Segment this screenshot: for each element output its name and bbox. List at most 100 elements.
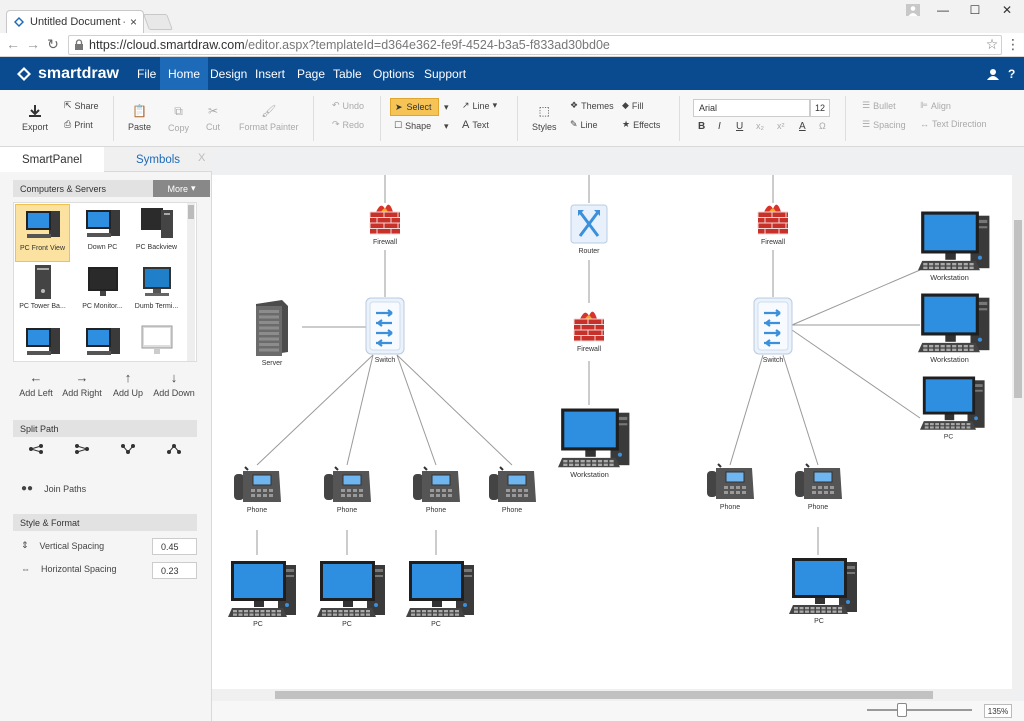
panel-close-icon[interactable]: X bbox=[198, 152, 206, 164]
account-icon[interactable] bbox=[978, 57, 1008, 90]
workstation-node-2[interactable]: Workstation bbox=[918, 293, 990, 364]
phone-node-5[interactable] bbox=[707, 463, 754, 499]
font-family-select[interactable]: Arial bbox=[693, 99, 810, 117]
join-paths-button[interactable]: ●●Join Paths bbox=[21, 483, 86, 494]
router-node[interactable] bbox=[570, 204, 608, 244]
text-direction-button[interactable]: ↔Text Direction bbox=[920, 119, 987, 129]
select-dropdown-icon[interactable]: ▾ bbox=[444, 102, 449, 112]
symbol-pc-3[interactable] bbox=[15, 322, 70, 361]
back-icon[interactable]: ← bbox=[6, 36, 20, 52]
tab-close-icon[interactable]: × bbox=[129, 15, 137, 29]
connector-line[interactable] bbox=[782, 354, 819, 466]
url-input[interactable]: https://cloud.smartdraw.com/editor.aspx?… bbox=[68, 35, 1002, 55]
phone-node-4[interactable] bbox=[489, 466, 536, 502]
italic-button[interactable]: I bbox=[718, 121, 721, 132]
underline-button[interactable]: U bbox=[736, 121, 744, 132]
format-painter-button[interactable]: 🖌Format Painter bbox=[239, 104, 299, 132]
align-button[interactable]: ⊫Align bbox=[920, 100, 951, 111]
phone-node-2[interactable] bbox=[324, 466, 371, 502]
split-path-option-4-icon[interactable] bbox=[167, 444, 181, 457]
subscript-button[interactable]: x₂ bbox=[756, 121, 764, 131]
symbol-pc-front-view[interactable]: PC Front View bbox=[15, 204, 70, 262]
phone-node-1[interactable] bbox=[234, 466, 281, 502]
symbol-down-pc[interactable]: Down PC bbox=[75, 204, 130, 262]
undo-button[interactable]: ↶Undo bbox=[332, 100, 364, 111]
line-dropdown-icon[interactable]: ▾ bbox=[492, 100, 498, 110]
connector-line[interactable] bbox=[396, 354, 437, 466]
firewall-node-3[interactable] bbox=[573, 311, 604, 342]
share-button[interactable]: ⇱Share bbox=[64, 100, 99, 111]
zoom-level[interactable]: 135% bbox=[984, 704, 1012, 718]
vertical-scroll-thumb[interactable] bbox=[1014, 220, 1022, 398]
menu-table[interactable]: Table bbox=[333, 66, 362, 81]
bookmark-star-icon[interactable]: ☆ bbox=[985, 35, 999, 52]
menu-options[interactable]: Options bbox=[373, 66, 415, 81]
firewall-node-2[interactable] bbox=[757, 204, 788, 235]
symbol-pc-4[interactable] bbox=[75, 322, 130, 361]
vertical-spacing-input[interactable]: 0.45 bbox=[152, 538, 197, 555]
phone-node-6[interactable] bbox=[795, 463, 842, 499]
connector-line[interactable] bbox=[791, 329, 921, 419]
special-character-button[interactable]: Ω bbox=[819, 121, 826, 131]
connector-line[interactable] bbox=[791, 269, 921, 326]
pc-node-right[interactable]: PC bbox=[920, 376, 985, 441]
pc-node-3[interactable]: PC bbox=[406, 561, 474, 628]
split-path-option-3-icon[interactable] bbox=[121, 444, 135, 457]
superscript-button[interactable]: x² bbox=[777, 121, 785, 131]
menu-design[interactable]: Design bbox=[210, 66, 248, 81]
pc-node-4[interactable]: PC bbox=[789, 558, 857, 625]
menu-page[interactable]: Page bbox=[297, 66, 326, 81]
symbol-pc-backview[interactable]: PC Backview bbox=[129, 204, 184, 262]
styles-button[interactable]: ⬚Styles bbox=[532, 104, 557, 132]
themes-button[interactable]: ❖Themes bbox=[570, 100, 614, 111]
select-tool-button[interactable]: ➤Select bbox=[390, 98, 439, 116]
server-node[interactable] bbox=[256, 300, 288, 356]
browser-tab[interactable]: Untitled Document — Sm × bbox=[6, 10, 144, 33]
switch-node-1[interactable] bbox=[365, 297, 405, 355]
pc-node-1[interactable]: PC bbox=[228, 561, 296, 628]
help-icon[interactable]: ? bbox=[1008, 66, 1016, 81]
pc-node-2[interactable]: PC bbox=[317, 561, 385, 628]
menu-file[interactable]: File bbox=[137, 66, 157, 81]
cut-button[interactable]: ✂Cut bbox=[206, 104, 220, 132]
menu-home[interactable]: Home bbox=[160, 57, 209, 90]
print-button[interactable]: ⎙Print bbox=[64, 119, 93, 130]
horizontal-scrollbar[interactable] bbox=[212, 689, 1012, 701]
connector-line[interactable] bbox=[346, 354, 374, 466]
maximize-icon[interactable]: ☐ bbox=[969, 3, 981, 17]
horizontal-spacing-input[interactable]: 0.23 bbox=[152, 562, 197, 579]
minimize-icon[interactable]: — bbox=[937, 3, 949, 17]
new-tab-button[interactable] bbox=[143, 14, 173, 30]
font-size-input[interactable]: 12 bbox=[810, 99, 830, 117]
menu-insert[interactable]: Insert bbox=[255, 66, 286, 81]
tab-symbols[interactable]: Symbols bbox=[135, 153, 181, 166]
connector-line[interactable] bbox=[729, 354, 764, 466]
close-window-icon[interactable]: ✕ bbox=[1001, 3, 1013, 17]
split-path-option-1-icon[interactable] bbox=[29, 444, 43, 457]
switch-node-2[interactable] bbox=[753, 297, 793, 355]
forward-icon[interactable]: → bbox=[26, 36, 40, 52]
menu-support[interactable]: Support bbox=[424, 66, 467, 81]
shape-tool-button[interactable]: ☐Shape bbox=[394, 120, 431, 131]
bold-button[interactable]: B bbox=[698, 121, 706, 132]
symbol-pc-5[interactable] bbox=[129, 322, 184, 361]
zoom-slider-handle[interactable] bbox=[897, 703, 907, 717]
font-color-button[interactable]: A bbox=[799, 121, 806, 132]
zoom-track[interactable] bbox=[867, 709, 972, 711]
firewall-node-1[interactable] bbox=[369, 204, 400, 235]
spacing-button[interactable]: ☰Spacing bbox=[862, 119, 906, 130]
add-up-button[interactable]: ↑Add Up bbox=[105, 370, 151, 404]
export-button[interactable]: Export bbox=[22, 104, 48, 132]
symbol-dumb-terminal[interactable]: Dumb Termi... bbox=[129, 263, 184, 321]
vertical-scrollbar[interactable] bbox=[1012, 175, 1024, 689]
paste-button[interactable]: 📋Paste bbox=[128, 104, 151, 132]
effects-button[interactable]: ★Effects bbox=[622, 119, 660, 130]
split-path-option-2-icon[interactable] bbox=[75, 444, 89, 457]
symbol-pc-tower[interactable]: PC Tower Ba... bbox=[15, 263, 70, 321]
fill-button[interactable]: ◆Fill bbox=[622, 100, 643, 111]
tab-smartpanel[interactable]: SmartPanel bbox=[0, 147, 104, 172]
browser-menu-icon[interactable]: ⋮ bbox=[1006, 35, 1020, 52]
